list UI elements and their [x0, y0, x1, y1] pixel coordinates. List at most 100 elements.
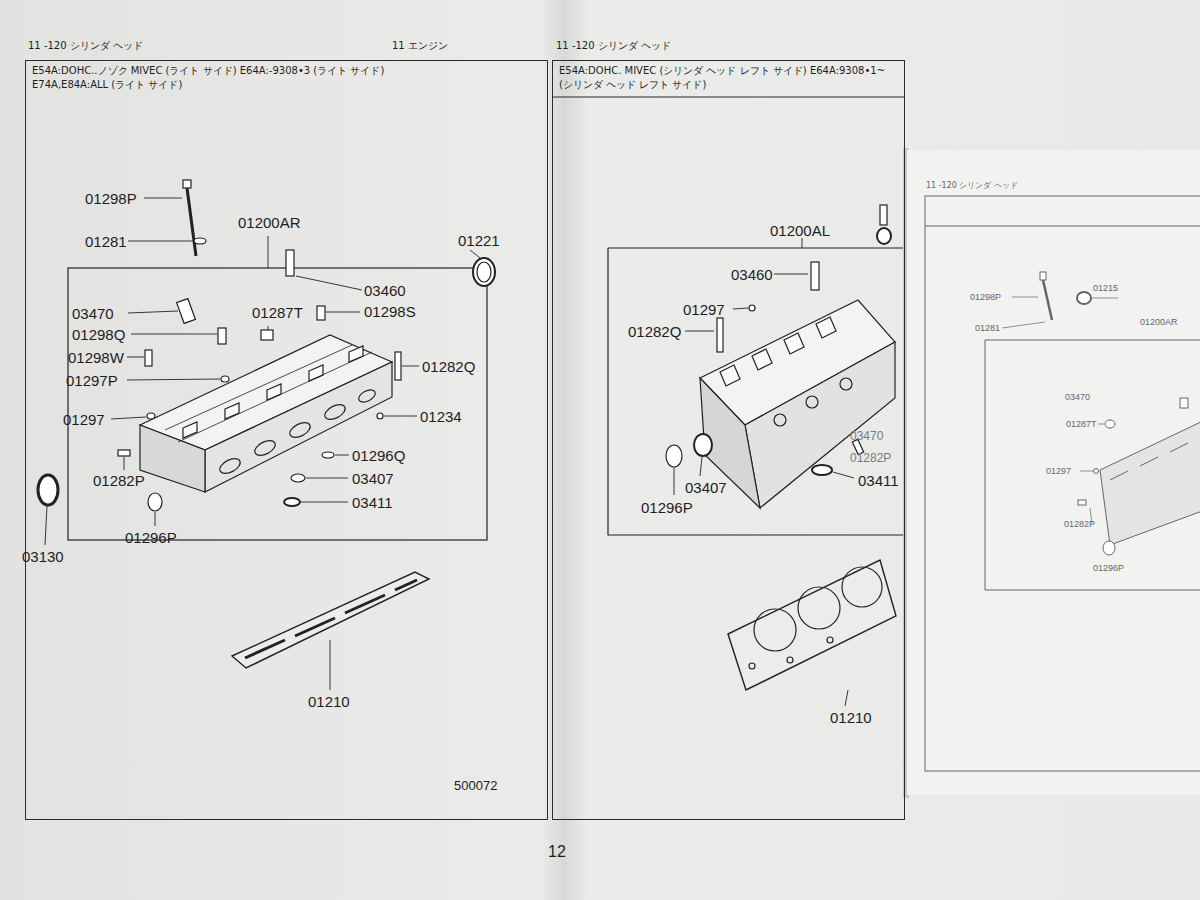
- callout-number: 01282P: [1064, 520, 1095, 529]
- seal: [694, 434, 712, 456]
- port: [252, 438, 277, 459]
- frame: [925, 196, 1200, 771]
- seal: [473, 258, 495, 286]
- head-gasket: [728, 560, 896, 690]
- port: [806, 396, 818, 408]
- callout-number: 01296P: [641, 500, 693, 515]
- bolt: [218, 328, 226, 344]
- pin: [717, 318, 723, 352]
- callout-number: 01297: [63, 412, 105, 427]
- header-rule: [552, 96, 905, 97]
- callout-number: 03460: [364, 283, 406, 298]
- header-rule: [925, 226, 1200, 227]
- callout-number: 03411: [352, 495, 393, 510]
- callout-number: 01297: [1046, 467, 1071, 476]
- seal: [812, 465, 832, 475]
- callout-number: 01298Q: [72, 327, 125, 342]
- camshafts: [165, 345, 372, 442]
- model-spec: E54A:DOHC..ノゾク MIVEC (ライト サイド) E64A:-930…: [26, 61, 433, 94]
- third-page: [903, 148, 1200, 798]
- head-part: [1100, 420, 1200, 545]
- seal: [291, 474, 305, 482]
- ring: [666, 445, 682, 467]
- plug: [322, 452, 334, 458]
- callout-number: 03407: [685, 480, 727, 495]
- callout-number: 03411: [858, 473, 899, 488]
- plug: [147, 413, 155, 419]
- bolt: [187, 188, 196, 256]
- callout-number: 01297P: [66, 373, 118, 388]
- bolt: [1043, 280, 1052, 320]
- port: [287, 420, 312, 441]
- callout-number: 01287T: [252, 305, 303, 320]
- callout-number: 01200AL: [770, 223, 830, 238]
- pin: [194, 238, 206, 244]
- callout-number: 01296P: [1093, 564, 1124, 573]
- left-assembly: [38, 180, 495, 690]
- callout-number: 01298P: [85, 191, 137, 206]
- head-side: [140, 425, 205, 492]
- seal: [284, 498, 300, 506]
- leader-lines: [1002, 297, 1118, 524]
- page-header: 11 -120 シリンダ ヘッド: [556, 41, 671, 51]
- dowel: [118, 450, 130, 456]
- plug: [221, 376, 229, 382]
- page-panel: E54A:DOHC..ノゾク MIVEC (ライト サイド) E64A:-930…: [25, 60, 548, 820]
- callout-number: 01282P: [850, 452, 891, 464]
- port: [322, 402, 347, 423]
- gasket-bore: [754, 609, 796, 651]
- callout-number: 01282Q: [422, 359, 475, 374]
- sleeve: [1180, 398, 1188, 408]
- callout-number: 01296P: [125, 530, 177, 545]
- assembly-frame: [68, 268, 487, 540]
- callout-number: 01210: [830, 710, 872, 725]
- dowel: [811, 262, 819, 290]
- dowel: [286, 250, 294, 276]
- page-header: 11 -120 シリンダ ヘッド: [926, 182, 1018, 190]
- assembly-frame: [985, 340, 1200, 590]
- bolt: [317, 306, 325, 320]
- ring: [148, 493, 162, 511]
- sleeve: [177, 299, 196, 324]
- callout-number: 01281: [85, 234, 127, 249]
- dowel: [1078, 500, 1086, 505]
- model-spec: E54A:DOHC. MIVEC (シリンダ ヘッド レフト サイド) E64A…: [553, 61, 900, 94]
- callout-number: 01221: [458, 233, 500, 248]
- page: [907, 150, 1200, 795]
- callout-number: 01297: [683, 302, 725, 317]
- plug: [749, 305, 755, 311]
- callout-number: 01215: [1093, 284, 1118, 293]
- bolt: [145, 350, 152, 366]
- callout-number: 01298S: [364, 304, 416, 319]
- callout-number: 03130: [22, 549, 64, 564]
- cap: [1105, 420, 1115, 428]
- gasket-bore: [842, 567, 882, 607]
- cap: [261, 330, 273, 340]
- callout-number: 01200AR: [1140, 318, 1178, 327]
- cam-caps: [183, 346, 363, 438]
- page-number: 12: [548, 844, 566, 860]
- callout-number: 01282P: [93, 473, 145, 488]
- figure-number: 500072: [454, 779, 497, 792]
- callout-number: 03470: [850, 430, 883, 442]
- callout-number: 01282Q: [628, 324, 681, 339]
- callout-number: 03470: [1065, 393, 1090, 402]
- gasket-bores: [245, 580, 417, 658]
- oil-seal: [38, 475, 58, 505]
- ring: [1103, 541, 1115, 555]
- bolt-head: [1040, 272, 1046, 280]
- bolt: [880, 205, 887, 225]
- callout-number: 01287T: [1066, 420, 1097, 429]
- assembly-frame: [608, 248, 905, 535]
- callout-number: 03460: [731, 267, 773, 282]
- callout-number: 01234: [420, 409, 462, 424]
- right-assembly: [608, 205, 905, 706]
- plug: [1094, 469, 1099, 474]
- seal: [877, 228, 891, 244]
- page-header: 11 -120 シリンダ ヘッド: [28, 41, 143, 51]
- callout-number: 01298W: [68, 350, 124, 365]
- callout-number: 03470: [72, 306, 114, 321]
- callout-number: 03407: [352, 471, 394, 486]
- callout-number: 01200AR: [238, 215, 301, 230]
